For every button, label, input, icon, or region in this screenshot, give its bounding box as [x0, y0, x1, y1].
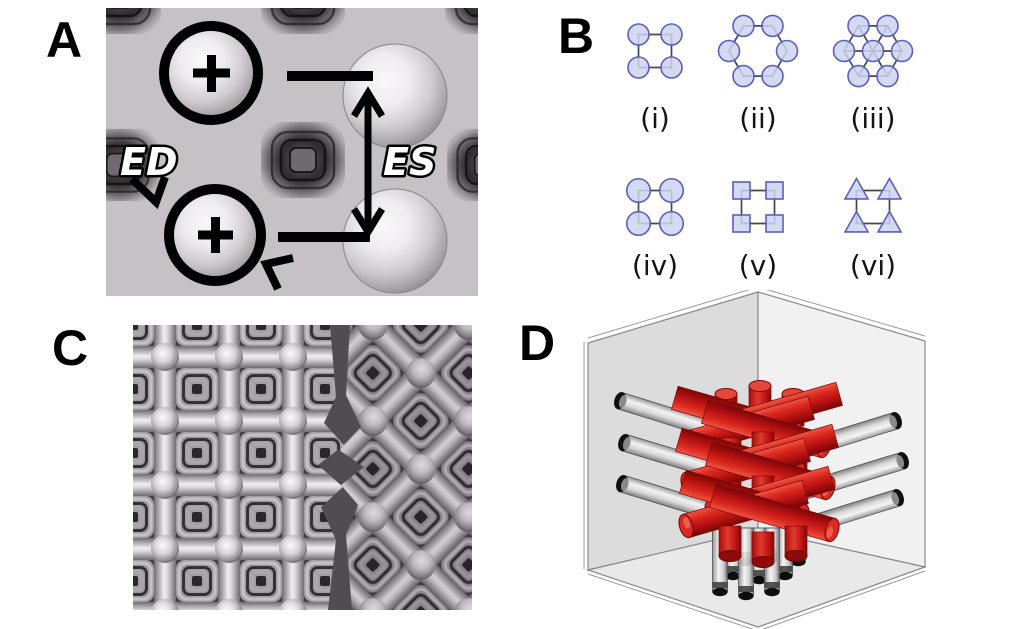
panel-d-svg [583, 290, 928, 629]
panel-c-render [133, 325, 472, 610]
arrangement-caption: (ii) [739, 102, 777, 135]
arrangement-diagram-iv [625, 177, 685, 236]
panel-b-arrangements: (i) (ii) (iii) (iv) (v) (vi) [602, 4, 938, 282]
arrangement-caption: (vi) [849, 248, 897, 282]
red-woodpile-scaffold [670, 380, 844, 568]
arrangement-cell: (vi) [808, 169, 938, 282]
panel-c-label: C [52, 320, 89, 376]
crack-gap [318, 325, 364, 610]
es-arrowhead-down [351, 207, 385, 239]
arrangement-cell: (v) [708, 169, 808, 282]
plus-marker-bottom [198, 217, 233, 253]
es-arrowhead-up [351, 86, 385, 118]
arrangement-diagram-ii [717, 14, 799, 88]
lattice-frontal [133, 325, 341, 610]
panel-c-svg [133, 325, 472, 610]
arrangement-diagram-vi [843, 176, 903, 233]
box-panel-thickness-edges [583, 290, 926, 629]
arrangement-caption: (iii) [850, 102, 896, 135]
panel-d-label: D [519, 315, 556, 371]
arrangement-caption: (iv) [631, 248, 679, 282]
arrangement-cell: (ii) [708, 4, 808, 135]
panel-a-label: A [46, 12, 83, 68]
plus-marker-top [193, 55, 230, 92]
panel-d-render [580, 290, 932, 629]
ed-label: ED [120, 140, 178, 184]
arrangement-cell: (iii) [808, 4, 938, 135]
arrangement-diagram-iii [832, 14, 914, 88]
arrangement-diagram-v [732, 180, 784, 233]
ed-pointer-arrowhead [129, 175, 169, 210]
marked-site-circle-top [159, 21, 263, 125]
panel-a-annotations [129, 21, 385, 291]
panel-a-svg: ED ES [106, 8, 478, 296]
arrangement-cell: (iv) [602, 169, 708, 282]
arrangement-diagram-i [627, 23, 683, 79]
es-label: ES [383, 140, 436, 184]
marked-site-circle-bottom [164, 184, 266, 286]
panel-a-render: ED ES [106, 8, 478, 296]
arrangement-caption: (i) [640, 102, 670, 135]
panel-b-label: B [558, 8, 595, 64]
bottom-pointer-arrowhead [260, 254, 294, 291]
arrangement-caption: (v) [738, 248, 778, 282]
arrangement-cell: (i) [602, 4, 708, 135]
